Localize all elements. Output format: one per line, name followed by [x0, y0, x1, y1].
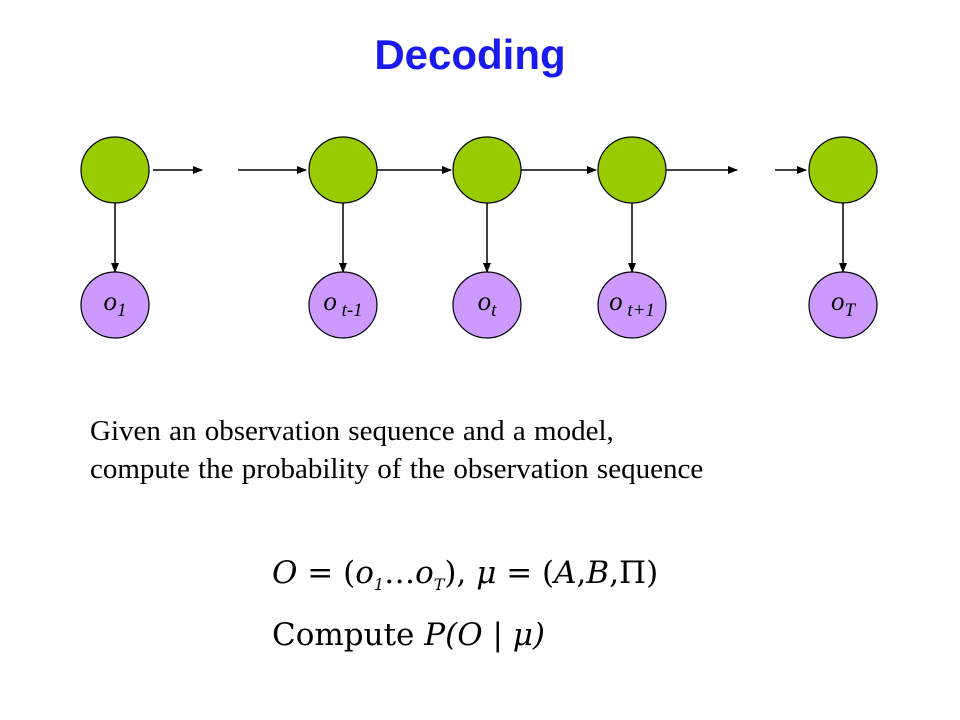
observation-label: o t-1 [323, 286, 362, 321]
observation-node [80, 271, 150, 339]
problem-description: Given an observation sequence and a mode… [90, 412, 703, 488]
state-node [808, 136, 878, 204]
state-node [597, 136, 667, 204]
observation-label: o t+1 [609, 286, 655, 321]
formula-line-2: Compute P(O | μ) [272, 620, 658, 682]
compute-word: Compute [272, 617, 415, 653]
description-line: Given an observation sequence and a mode… [90, 415, 614, 447]
compute-expression: P(O | μ) [424, 617, 546, 653]
observation-node [452, 271, 522, 339]
description-line: compute the probability of the observati… [90, 453, 704, 485]
observation-label: o1 [104, 286, 127, 321]
observation-label: oT [831, 286, 857, 321]
formula-block: O = (o1…oT), μ = (A,B,Π) Compute P(O | μ… [272, 558, 658, 682]
observation-node [597, 271, 667, 339]
observation-label: ot [478, 286, 498, 321]
state-node [452, 136, 522, 204]
observation-node [308, 271, 378, 339]
observation-node [808, 271, 878, 339]
slide-title: Decoding [374, 31, 566, 78]
formula-line-1: O = (o1…oT), μ = (A,B,Π) [272, 555, 659, 595]
state-node [308, 136, 378, 204]
state-node [80, 136, 150, 204]
